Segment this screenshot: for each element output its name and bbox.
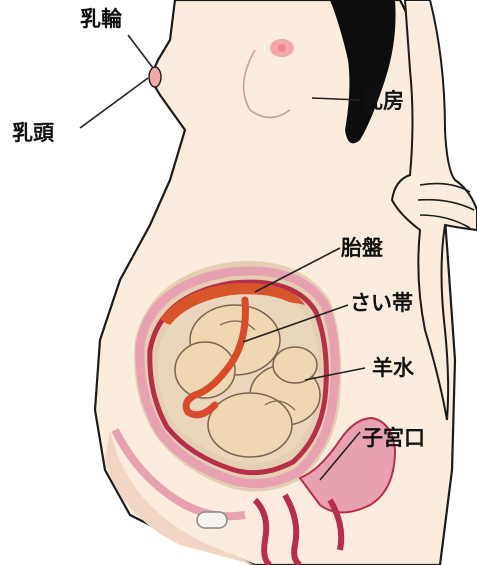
leader-nyuto xyxy=(80,78,148,128)
label-yosui: 羊水 xyxy=(372,356,415,380)
label-nyuto: 乳頭 xyxy=(12,121,55,145)
side-nipple xyxy=(149,67,161,87)
near-nipple xyxy=(278,44,286,52)
bladder xyxy=(197,512,227,528)
label-saitai: さい帯 xyxy=(350,291,413,315)
label-nyurin: 乳輪 xyxy=(80,7,123,31)
leader-nyurin xyxy=(128,35,153,68)
label-taiban: 胎盤 xyxy=(341,236,384,260)
label-nyubo: 乳房 xyxy=(362,89,404,113)
label-shikyuko: 子宮口 xyxy=(362,426,425,450)
